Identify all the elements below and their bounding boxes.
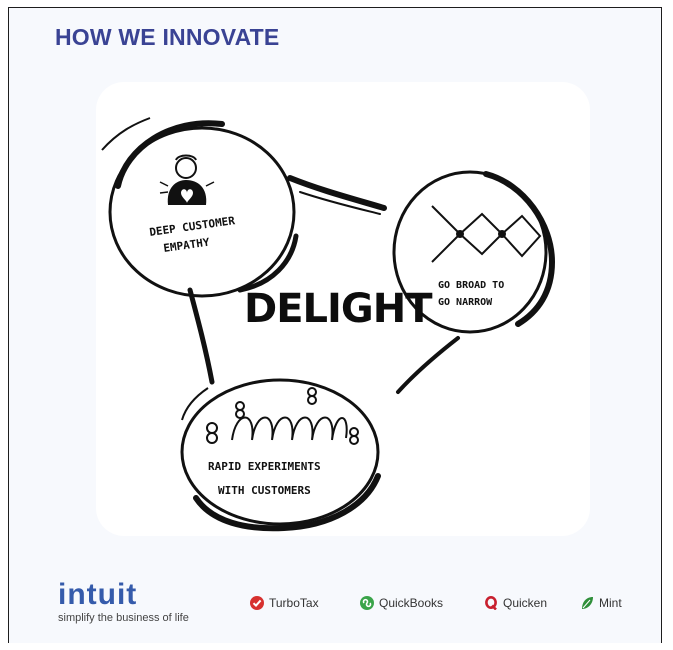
- iteration-loops-icon: [206, 387, 359, 445]
- connector-top: [287, 175, 387, 211]
- connector-right: [396, 336, 460, 394]
- brand-tagline: simplify the business of life: [58, 612, 189, 624]
- connector-top-thin: [299, 191, 381, 215]
- mint-leaf-icon: [580, 596, 594, 610]
- product-label-mint: Mint: [599, 596, 622, 610]
- connector-left: [187, 287, 215, 385]
- product-label-turbotax: TurboTax: [269, 596, 319, 610]
- intuit-logo[interactable]: intuit: [58, 578, 138, 611]
- node-rapid-experiments: RAPID EXPERIMENTS WITH CUSTOMERS: [180, 378, 381, 532]
- center-label-delight: DELIGHT: [244, 286, 433, 332]
- product-quicken[interactable]: Quicken: [484, 596, 547, 610]
- node-2-line-1: GO BROAD TO: [438, 280, 504, 291]
- product-quickbooks[interactable]: QuickBooks: [360, 596, 443, 610]
- product-mint[interactable]: Mint: [580, 596, 622, 610]
- node-3-line-1: RAPID EXPERIMENTS: [208, 460, 321, 473]
- node-1-line-2: EMPATHY: [163, 236, 211, 255]
- node-3-line-2: WITH CUSTOMERS: [218, 484, 311, 497]
- person-heart-icon: [159, 154, 215, 205]
- footer: intuit simplify the business of life Tur…: [0, 570, 673, 630]
- checkmark-circle-icon: [250, 596, 264, 610]
- node-2-line-2: GO NARROW: [438, 297, 493, 308]
- page-title: HOW WE INNOVATE: [55, 24, 280, 50]
- diverge-converge-icon: [431, 205, 542, 263]
- product-turbotax[interactable]: TurboTax: [250, 596, 319, 610]
- product-label-quickbooks: QuickBooks: [379, 596, 444, 610]
- product-label-quicken: Quicken: [503, 596, 548, 610]
- node-go-broad-to-go-narrow: GO BROAD TO GO NARROW: [392, 170, 556, 334]
- node-1-line-1: DEEP CUSTOMER: [149, 214, 236, 239]
- quicken-q-icon: [484, 596, 498, 610]
- node-deep-customer-empathy: DEEP CUSTOMER EMPATHY: [101, 117, 299, 298]
- quickbooks-icon: [360, 596, 374, 610]
